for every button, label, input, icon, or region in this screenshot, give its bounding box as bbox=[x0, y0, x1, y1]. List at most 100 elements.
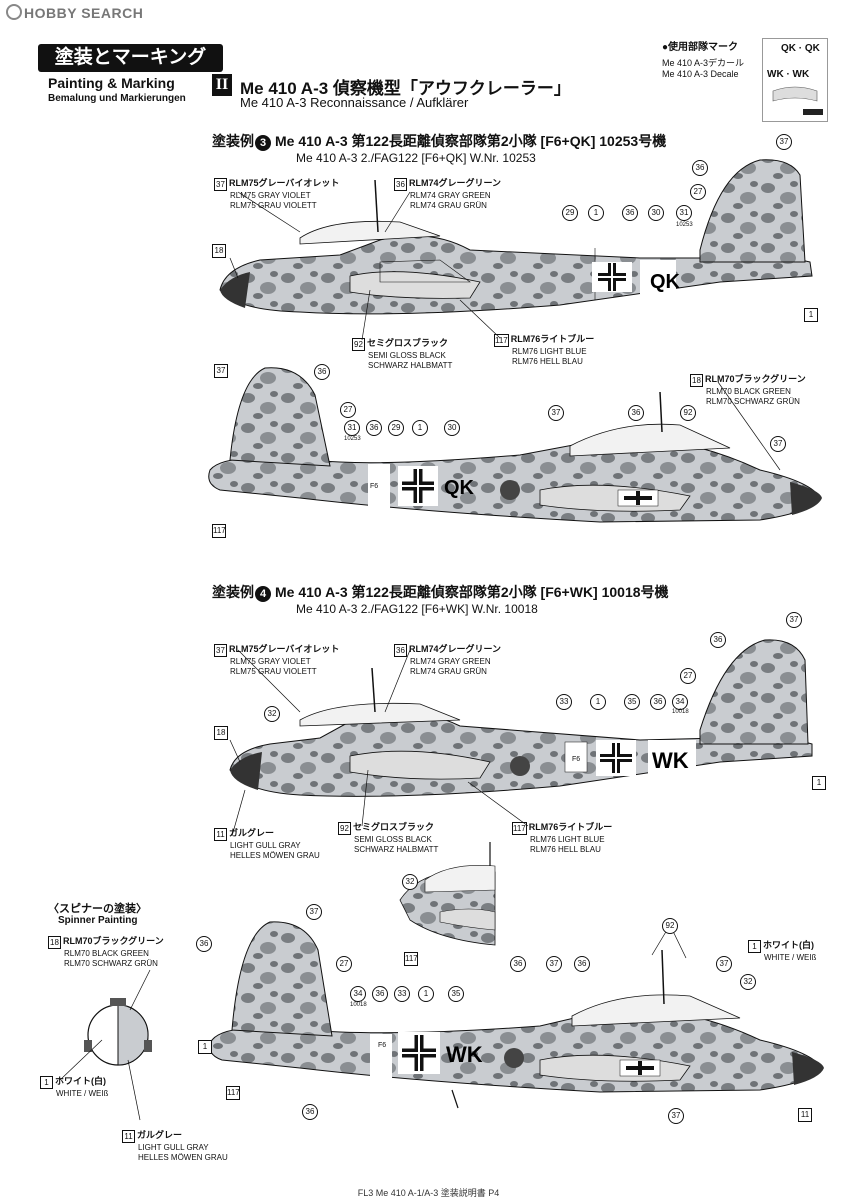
color-number: 1 bbox=[748, 940, 761, 953]
color-name-de: RLM74 GRAU GRÜN bbox=[410, 201, 487, 210]
callout-37: 37 bbox=[786, 612, 802, 628]
color-name-jp: RLM75グレーバイオレット bbox=[229, 178, 340, 188]
callout-34: 34 bbox=[672, 694, 688, 710]
example-title: Me 410 A-3 第122長距離偵察部隊第2小隊 [F6+QK] 10253… bbox=[275, 133, 667, 149]
callout-31: 31 bbox=[344, 420, 360, 436]
callout-37: 37 bbox=[548, 405, 564, 421]
callout-30: 30 bbox=[444, 420, 460, 436]
page-footer: FL3 Me 410 A-1/A-3 塗装説明書 P4 bbox=[357, 1188, 500, 1198]
fuselage-code: WK bbox=[652, 748, 689, 773]
color-name-de: RLM75 GRAU VIOLETT bbox=[230, 667, 317, 676]
hobby-search-watermark: HOBBY SEARCH bbox=[6, 4, 143, 21]
callout-30: 30 bbox=[648, 205, 664, 221]
callout-1: 1 bbox=[590, 694, 606, 710]
color-name-de: HELLES MÖWEN GRAU bbox=[138, 1153, 228, 1162]
color-name-jp: ホワイト(白) bbox=[55, 1076, 106, 1086]
color-name-jp: セミグロスブラック bbox=[353, 822, 435, 832]
color-number: 1 bbox=[40, 1076, 53, 1089]
color-number: 37 bbox=[214, 644, 227, 657]
callout-37: 37 bbox=[546, 956, 562, 972]
callout-1: 1 bbox=[418, 986, 434, 1002]
fuselage-code: QK bbox=[444, 477, 475, 499]
section-title-jp: 塗装とマーキング bbox=[38, 44, 223, 72]
color-number: 117 bbox=[512, 822, 527, 835]
callout-37: 37 bbox=[668, 1108, 684, 1124]
color-number: 11 bbox=[122, 1130, 135, 1143]
color-name-en: RLM70 BLACK GREEN bbox=[706, 387, 791, 396]
color-number: 18 bbox=[690, 374, 703, 387]
roman-numeral: II bbox=[212, 74, 232, 96]
section-title-de: Bemalung und Markierungen bbox=[48, 93, 186, 104]
callout-36: 36 bbox=[510, 956, 526, 972]
callout-32: 32 bbox=[264, 706, 280, 722]
callout-27: 27 bbox=[690, 184, 706, 200]
callout-27: 27 bbox=[340, 402, 356, 418]
callout-27: 27 bbox=[336, 956, 352, 972]
color-name-de: RLM76 HELL BLAU bbox=[512, 357, 583, 366]
color-name-en: WHITE / WEIß bbox=[764, 953, 817, 962]
page-title-jp: Me 410 A-3 偵察機型「アウフクレーラー」 bbox=[240, 79, 571, 98]
color-name-en: RLM74 GRAY GREEN bbox=[410, 191, 491, 200]
color-number: 92 bbox=[338, 822, 351, 835]
color-name-jp: RLM76ライトブルー bbox=[528, 822, 613, 832]
callout-36: 36 bbox=[692, 160, 708, 176]
callout-1: 1 bbox=[812, 776, 826, 790]
color-name-jp: RLM74グレーグリーン bbox=[409, 644, 502, 654]
example-label: 塗装例 bbox=[212, 133, 254, 149]
callout-36: 36 bbox=[314, 364, 330, 380]
page-title-en: Me 410 A-3 Reconnaissance / Aufklärer bbox=[240, 95, 469, 110]
color-name-jp: ガルグレー bbox=[137, 1130, 183, 1140]
color-name-de: HELLES MÖWEN GRAU bbox=[230, 851, 320, 860]
callout-29: 29 bbox=[562, 205, 578, 221]
callout-31: 31 bbox=[676, 205, 692, 221]
aircraft-ex3-right-view: QK bbox=[208, 367, 822, 523]
color-number: 37 bbox=[214, 178, 227, 191]
example-title: Me 410 A-3 第122長距離偵察部隊第2小隊 [F6+WK] 10018… bbox=[275, 584, 669, 600]
callout-36: 36 bbox=[574, 956, 590, 972]
callout-29: 29 bbox=[388, 420, 404, 436]
callout-92: 92 bbox=[662, 918, 678, 934]
callout-35: 35 bbox=[448, 986, 464, 1002]
example-number: 3 bbox=[255, 135, 271, 151]
color-number: 36 bbox=[394, 178, 407, 191]
wnr-decal: 10253 bbox=[344, 436, 361, 442]
color-name-de: SCHWARZ HALBMATT bbox=[368, 361, 453, 370]
callout-92: 92 bbox=[680, 405, 696, 421]
aircraft-ex4-left-view: WK bbox=[229, 639, 813, 797]
callout-37: 37 bbox=[214, 364, 228, 378]
callout-37: 37 bbox=[716, 956, 732, 972]
fuselage-code: QK bbox=[650, 271, 681, 293]
callout-1: 1 bbox=[198, 1040, 212, 1054]
callout-1: 1 bbox=[588, 205, 604, 221]
color-name-jp: RLM76ライトブルー bbox=[510, 334, 595, 344]
decal-sheet-thumbnail: QK · QK WK · WK bbox=[762, 38, 828, 122]
color-name-jp: RLM70ブラックグリーン bbox=[705, 374, 806, 384]
section-title-en: Painting & Marking bbox=[48, 75, 175, 91]
decal-line-2: Me 410 A-3 Decale bbox=[662, 69, 739, 79]
example-4-title-en: Me 410 A-3 2./FAG122 [F6+WK] W.Nr. 10018 bbox=[296, 602, 538, 616]
color-name-de: RLM70 SCHWARZ GRÜN bbox=[706, 397, 800, 406]
decal-heading: ●使用部隊マーク bbox=[662, 42, 739, 53]
color-name-jp: RLM74グレーグリーン bbox=[409, 178, 502, 188]
color-name-jp: ホワイト(白) bbox=[763, 940, 814, 950]
callout-36: 36 bbox=[622, 205, 638, 221]
spinner-title-jp: 〈スピナーの塗装〉 bbox=[48, 903, 147, 915]
color-name-jp: ガルグレー bbox=[229, 828, 275, 838]
color-number: 92 bbox=[352, 338, 365, 351]
color-name-jp: RLM70ブラックグリーン bbox=[63, 936, 164, 946]
example-number: 4 bbox=[255, 586, 271, 602]
spinner-title-en: Spinner Painting bbox=[58, 915, 138, 926]
color-name-en: WHITE / WEIß bbox=[56, 1089, 109, 1098]
decal-wk: WK · WK bbox=[767, 69, 810, 80]
